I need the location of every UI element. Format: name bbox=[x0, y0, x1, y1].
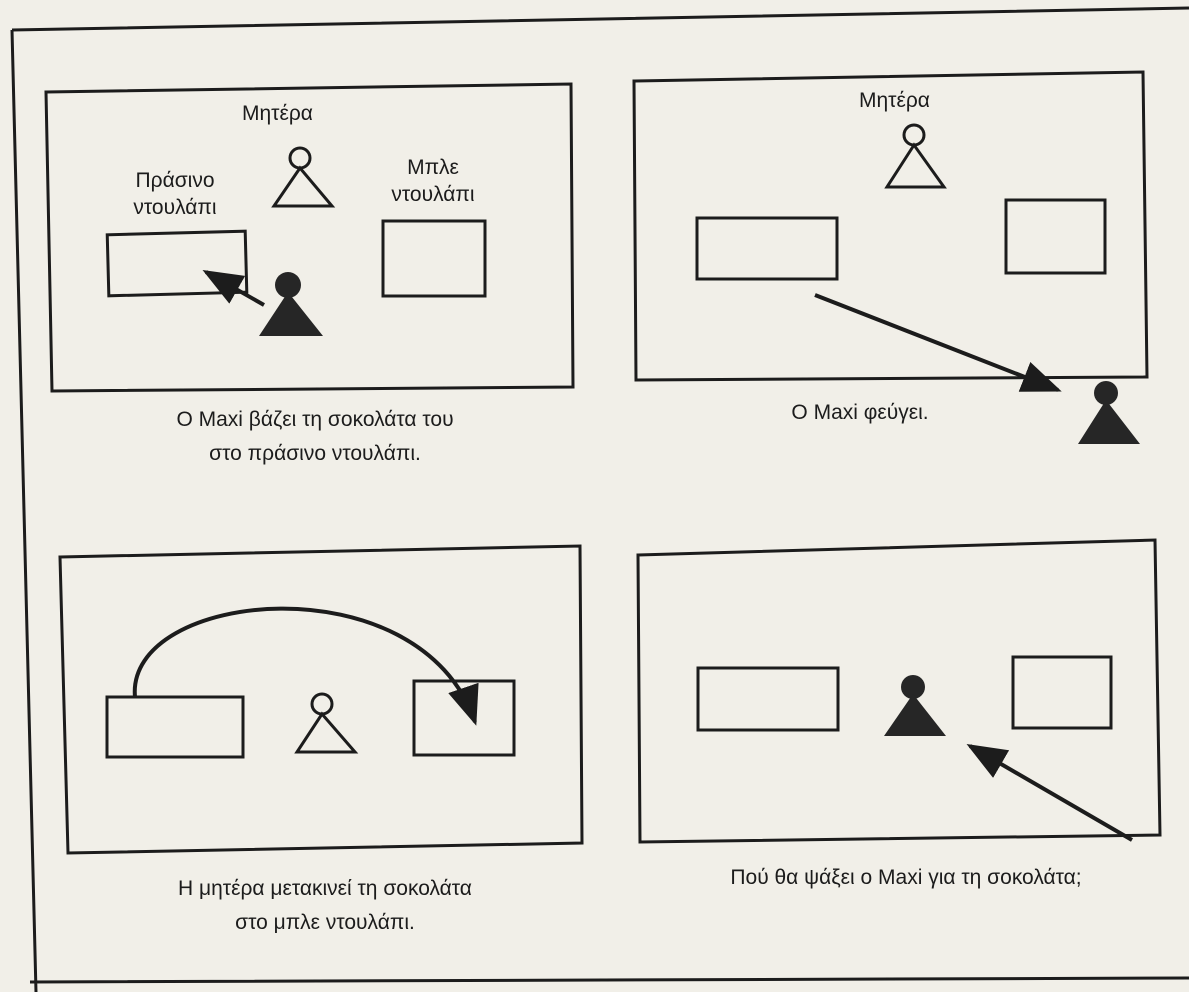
panel-4-frame bbox=[636, 538, 1162, 844]
caption-line: στο πράσινο ντουλάπι. bbox=[209, 442, 421, 465]
green-cupboard-label-line2: ντουλάπι bbox=[133, 196, 217, 219]
returning-arrow bbox=[966, 743, 1134, 842]
green-cupboard bbox=[105, 229, 249, 298]
panel-3 bbox=[58, 544, 584, 855]
panel-3-frame bbox=[58, 544, 584, 855]
caption-line: Ο Maxi βάζει τη σοκολάτα του bbox=[176, 408, 454, 431]
green-cupboard bbox=[695, 216, 839, 281]
outer-frame bbox=[10, 6, 1189, 992]
panel-2-frame bbox=[632, 70, 1149, 382]
place-chocolate-arrow bbox=[202, 270, 265, 307]
green-cupboard bbox=[105, 695, 245, 759]
panel-2 bbox=[632, 70, 1149, 444]
panel-3-caption: Η μητέρα μετακινεί τη σοκολάτα στο μπλε … bbox=[95, 872, 555, 940]
caption-line: Πού θα ψάξει ο Maxi για τη σοκολάτα; bbox=[730, 866, 1082, 889]
maxi-figure-icon bbox=[1078, 381, 1140, 444]
panel-4 bbox=[636, 538, 1162, 844]
maxi-figure-icon bbox=[259, 272, 323, 336]
mother-figure-icon bbox=[271, 146, 336, 208]
panel-1 bbox=[44, 82, 575, 393]
panel-1-frame bbox=[44, 82, 575, 393]
maxi-figure-icon bbox=[884, 675, 946, 736]
blue-cupboard-label-line1: Μπλε bbox=[407, 156, 459, 179]
green-cupboard bbox=[696, 666, 840, 732]
caption-line: στο μπλε ντουλάπι. bbox=[235, 911, 415, 934]
leaving-arrow bbox=[814, 293, 1062, 392]
caption-line: Ο Maxi φεύγει. bbox=[791, 401, 929, 424]
mother-label: Μητέρα bbox=[859, 89, 930, 112]
panel-2-caption: Ο Maxi φεύγει. bbox=[740, 396, 980, 430]
mother-figure-icon bbox=[884, 123, 947, 189]
blue-cupboard bbox=[1004, 198, 1107, 275]
blue-cupboard bbox=[381, 219, 487, 298]
panel-1-caption: Ο Maxi βάζει τη σοκολάτα του στο πράσινο… bbox=[95, 403, 535, 471]
panel-4-caption: Πού θα ψάξει ο Maxi για τη σοκολάτα; bbox=[646, 861, 1166, 895]
mother-figure-icon bbox=[294, 692, 359, 754]
green-cupboard-label-line1: Πράσινο bbox=[135, 169, 215, 192]
mother-label: Μητέρα bbox=[242, 102, 313, 125]
blue-cupboard bbox=[412, 679, 516, 757]
move-chocolate-arrow bbox=[132, 606, 479, 726]
blue-cupboard bbox=[1011, 655, 1113, 730]
caption-line: Η μητέρα μετακινεί τη σοκολάτα bbox=[178, 877, 472, 900]
blue-cupboard-label-line2: ντουλάπι bbox=[391, 183, 475, 206]
